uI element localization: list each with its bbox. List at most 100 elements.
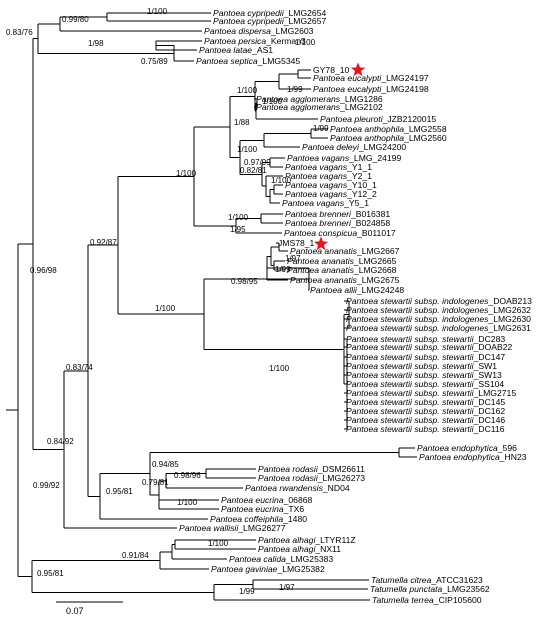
support-value: 0.96/98 [30,266,57,275]
taxon-label: Pantoea calida_LMG25383 [229,554,333,564]
taxon-label: Pantoea rodasii_DSM26611 [258,464,365,474]
taxon-label: Pantoea stewartii subsp. stewartii_SS104 [346,379,504,389]
taxon-label: Pantoea alhagi_NX11 [258,544,341,554]
support-value: 0.83/76 [6,28,33,37]
support-value: 1/100 [237,86,258,95]
taxon-label: Pantoea brenneri_B024858 [285,218,390,228]
taxon-label: Pantoea vagans_Y2_1 [285,171,372,181]
taxon-label: Pantoea ananatis_LMG2675 [290,275,400,285]
support-value: 1/100 [269,364,290,373]
support-value: 1/100 [177,498,198,507]
taxon-label: GY78_10 [313,65,350,75]
taxon-label: Pantoea stewartii subsp. indologenes_LMG… [346,314,531,324]
taxon-label: Pantoea rwandensis_ND04 [245,483,350,493]
taxon-label: Pantoea cypripedii_LMG2657 [213,16,326,26]
taxon-label: Pantoea stewartii subsp. stewartii_DC146 [346,415,505,425]
support-value: 1/100 [271,176,292,185]
taxon-label: Pantoea persica_Kerman3 [204,36,306,46]
taxon-label: Pantoea allii_LMG24248 [310,285,404,295]
taxon-label: Pantoea vagans_Y5_1 [282,198,369,208]
taxon-label: JMS78_1 [278,238,315,248]
support-value: 1/99 [239,587,255,596]
support-value: 0.82/81 [240,166,267,175]
taxon-label: Pantoea pleuroti_JZB2120015 [320,114,436,124]
taxon-label: Pantoea stewartii subsp. stewartii_SW13 [346,370,502,380]
taxon-label: Pantoea brenneri_B016381 [285,209,390,219]
taxon-label: Pantoea stewartii subsp. stewartii_DC145 [346,397,505,407]
highlight-markers [313,62,366,251]
support-value: 1/99 [287,85,303,94]
support-value: 0.98/96 [174,471,201,480]
support-value: 1/99 [275,265,291,274]
taxon-label: Pantoea stewartii subsp. indologenes_LMG… [346,305,531,315]
taxon-label: Pantoea eucalypti_LMG24197 [313,73,429,83]
support-value: 0.99/80 [62,15,89,24]
taxon-label: Pantoea cypripedii_LMG2654 [213,8,326,18]
taxon-label: Tatumella citrea_ATCC31623 [371,575,483,585]
taxon-label: Pantoea stewartii subsp. stewartii_SW1 [346,361,497,371]
support-value: 1/100 [208,539,229,548]
taxon-label: Pantoea agglomerans_LMG1286 [256,94,383,104]
taxon-label: Pantoea dispersa_LMG2603 [204,26,314,36]
scale-bar: 0.07 [56,601,123,616]
support-value: 0.91/84 [122,551,149,560]
taxon-label: Pantoea anthophila_LMG2560 [330,133,447,143]
support-value: 1/98 [88,39,104,48]
taxon-label: Pantoea stewartii subsp. stewartii_DC116 [346,424,505,434]
support-value: 0.95/81 [37,569,64,578]
taxon-label: Pantoea stewartii subsp. stewartii_DC147 [346,352,505,362]
support-value: 1/97 [279,583,295,592]
support-value: 0.83/74 [66,363,93,372]
support-value: 1/100 [147,7,168,16]
taxon-label: Pantoea stewartii subsp. stewartii_DC283 [346,334,505,344]
taxon-label: Pantoea eucalypti_LMG24198 [313,84,429,94]
taxon-label: Pantoea latae_AS1 [199,45,273,55]
star-icon [313,236,329,251]
support-value: 1/100 [155,304,176,313]
support-value: 0.79/81 [142,478,169,487]
taxon-label: Pantoea stewartii subsp. stewartii_LMG27… [346,388,516,398]
support-value: 1/100 [176,169,197,178]
taxon-label: Pantoea stewartii subsp. indologenes_DOA… [346,296,532,306]
support-value: 1/100 [295,38,316,47]
taxon-label: Pantoea stewartii subsp. indologenes_LMG… [346,323,531,333]
support-value: 1/100 [228,213,249,222]
taxon-label: Pantoea endophytica_596 [417,443,517,453]
taxon-label: Pantoea septica_LMG5345 [196,56,300,66]
taxon-label: Pantoea deleyi_LMG24200 [302,142,406,152]
taxon-label: Pantoea eucrina_06868 [221,495,313,505]
support-value: 0.84/92 [47,437,74,446]
support-value: 0.97/99 [244,158,271,167]
support-value: 1/97 [285,254,301,263]
support-value: 1/99 [313,124,329,133]
support-value: 1/88 [234,118,250,127]
support-value: 1/100 [262,97,283,106]
support-value: 0.75/89 [141,57,168,66]
tree-branches [6,12,417,601]
taxon-label: Pantoea wallisii_LMG26277 [179,523,286,533]
taxon-label: Pantoea rodasii_LMG26273 [258,473,365,483]
support-value: 0.94/85 [152,460,179,469]
support-value: 0.95/81 [106,487,133,496]
taxon-label: Pantoea ananatis_LMG2667 [290,246,400,256]
support-value: 1/95 [230,225,246,234]
taxon-label: Pantoea endophytica_HN23 [419,452,527,462]
taxon-label: Pantoea ananatis_LMG2668 [287,265,397,275]
support-values: 0.83/76 0.99/80 1/100 1/98 0.75/89 1/100 1/99 1… [6,7,329,596]
taxon-label: Pantoea vagans_Y1_1 [285,162,372,172]
taxon-label: Pantoea alhagi_LTYR11Z [258,535,356,545]
taxon-label: Pantoea vagans_LMG_24199 [287,153,401,163]
taxon-label: Pantoea gaviniae_LMG25382 [211,564,325,574]
scale-bar-label: 0.07 [66,606,84,616]
taxon-label: Pantoea ananatis_LMG2665 [287,256,397,266]
taxon-label: Pantoea vagans_Y12_2 [285,189,377,199]
taxon-label: Pantoea eucrina_TX6 [221,504,304,514]
taxon-label: Pantoea conspicua_B011017 [284,228,396,238]
taxon-label: Pantoea coffeiphila_1480 [210,514,307,524]
taxon-label: Pantoea anthophila_LMG2558 [330,124,447,134]
taxon-label: Pantoea stewartii subsp. stewartii_DC162 [346,406,505,416]
support-value: 1/100 [237,145,258,154]
star-icon [350,62,366,77]
